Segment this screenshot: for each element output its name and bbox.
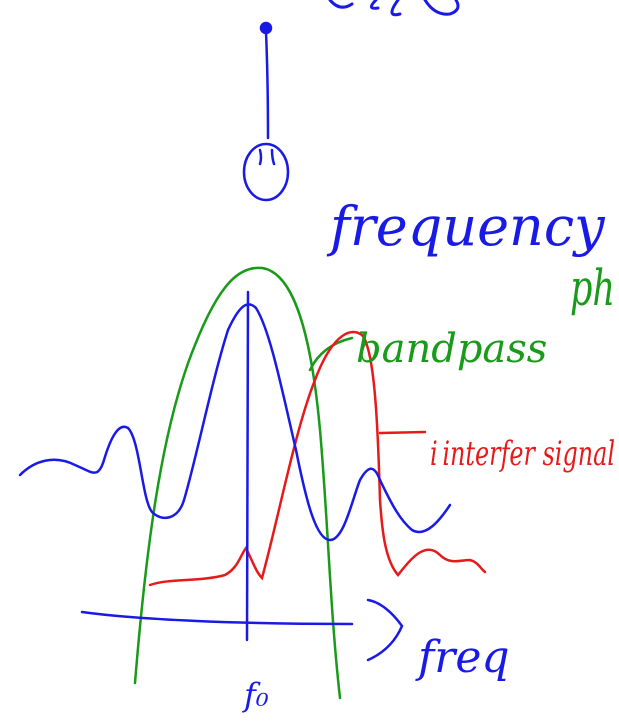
- center-frequency-line: [245, 290, 250, 642]
- antenna-drawing: [242, 21, 290, 202]
- top-scribble: [328, 0, 460, 17]
- freq-axis-label: freq: [415, 632, 510, 683]
- frequency-label: frequency: [326, 195, 606, 258]
- antenna-bob-lines: [258, 148, 276, 166]
- axis-arrow-icon: [366, 598, 404, 662]
- center-frequency-label: f₀: [242, 676, 269, 714]
- interfering-signal-curve: [148, 330, 487, 587]
- antenna-bob: [242, 142, 290, 202]
- bandpass-curve: [133, 266, 342, 700]
- antenna-rod: [264, 30, 270, 140]
- bandpass-pointer: [308, 336, 354, 372]
- interfering-signal-label: i interfer signal: [430, 434, 615, 474]
- frequency-axis: [80, 610, 354, 626]
- signal-spectrum-curve: [18, 303, 452, 542]
- phase-partial-label: ph: [570, 259, 615, 317]
- interfering-signal-pointer: [378, 430, 427, 435]
- bandpass-label: bandpass: [356, 326, 547, 372]
